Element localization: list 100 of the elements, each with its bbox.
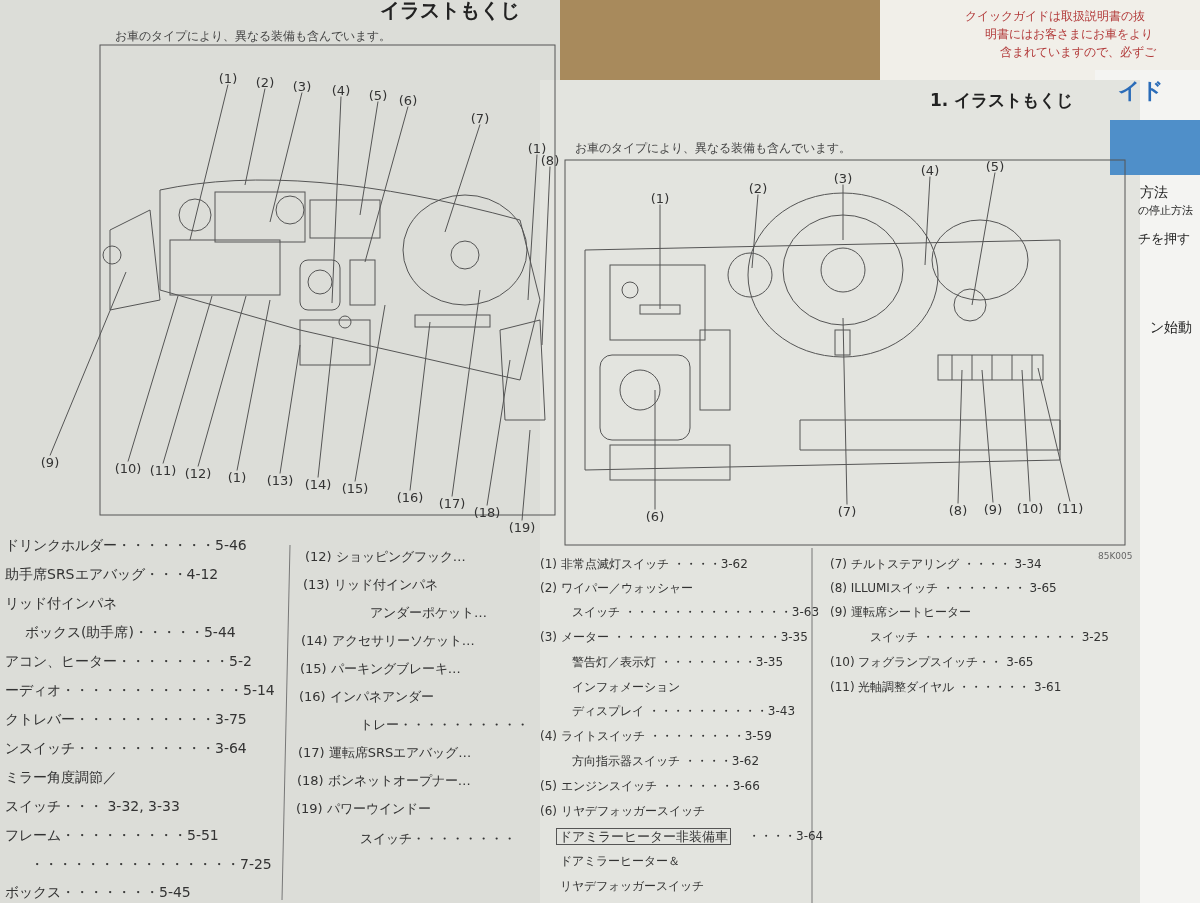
index-entry: (1) 非常点滅灯スイッチ ・・・・3-62: [540, 558, 748, 570]
leader-line: [924, 176, 931, 266]
callout-number: (11): [149, 463, 177, 477]
leader-line: [409, 321, 431, 491]
leader-line: [236, 299, 271, 471]
leader-line: [842, 317, 848, 505]
leader-line: [1021, 369, 1031, 502]
leader-line: [451, 289, 481, 497]
index-entry: (3) メーター ・・・・・・・・・・・・・・3-35: [540, 631, 808, 643]
index-entry: リッド付インパネ: [5, 596, 117, 610]
callout-number: (2): [255, 75, 275, 89]
callout-number: (6): [398, 93, 418, 107]
index-entry: (16) インパネアンダー: [299, 690, 434, 703]
sheet-text: クイックガイドは取扱説明書の抜: [965, 10, 1145, 22]
callout-number: (9): [40, 455, 60, 469]
index-entry: (2) ワイパー／ウォッシャー: [540, 582, 693, 594]
index-entry: (15) パーキングブレーキ…: [300, 662, 461, 675]
index-entry: (7) チルトステアリング ・・・・ 3-34: [830, 558, 1042, 570]
callout-number: (10): [114, 461, 142, 475]
index-entry: (8) ILLUMIスイッチ ・・・・・・・ 3-65: [830, 582, 1057, 594]
callout-number: (5): [985, 159, 1005, 173]
index-entry: ンスイッチ・・・・・・・・・・3-64: [5, 741, 247, 755]
sheet-text: 含まれていますので、必ずご: [1000, 46, 1156, 58]
callout-number: (7): [470, 111, 490, 125]
sheet-text: 明書にはお客さまにお車をより: [985, 28, 1153, 40]
callout-number: (1): [527, 141, 547, 155]
note-text: お車のタイプにより、異なる装備も含んでいます。: [115, 30, 391, 42]
index-entry: トレー・・・・・・・・・・: [360, 718, 529, 731]
index-entry: (17) 運転席SRSエアバッグ…: [298, 746, 472, 759]
leader-line: [1037, 367, 1071, 502]
leader-line: [527, 154, 538, 301]
index-entry: (14) アクセサリーソケット…: [301, 634, 475, 647]
leader-line: [49, 271, 127, 456]
index-entry: (12) ショッピングフック…: [305, 550, 466, 563]
callout-number: (11): [1056, 501, 1084, 515]
page-heading: イラストもくじ: [380, 0, 520, 20]
index-entry: ドリンクホルダー・・・・・・・5-46: [5, 538, 247, 552]
callout-number: (16): [396, 490, 424, 504]
callout-number: (3): [833, 171, 853, 185]
callout-number: (1): [218, 71, 238, 85]
leader-line: [541, 166, 551, 346]
callout-number: (4): [920, 163, 940, 177]
sheet-text: 方法: [1140, 185, 1168, 199]
index-entry: (9) 運転席シートヒーター: [830, 606, 971, 618]
index-entry: ーディオ・・・・・・・・・・・・・5-14: [5, 683, 275, 697]
callout-number: (10): [1016, 501, 1044, 515]
index-entry: リヤデフォッガースイッチ: [560, 880, 704, 892]
index-entry: ディスプレイ ・・・・・・・・・・3-43: [572, 705, 796, 717]
callout-number: (5): [368, 88, 388, 102]
leader-line: [364, 106, 409, 263]
leader-line: [269, 92, 303, 223]
condition-tag: ドアミラーヒーター非装備車: [556, 828, 731, 845]
index-entry: スイッチ・・・・・・・・: [360, 832, 516, 845]
index-entry: フレーム・・・・・・・・・5-51: [5, 828, 219, 842]
callout-number: (15): [341, 481, 369, 495]
index-entry: アコン、ヒーター・・・・・・・・5-2: [5, 654, 252, 668]
callout-number: (8): [948, 503, 968, 517]
page-heading: 1. イラストもくじ: [930, 92, 1074, 109]
sheet-heading: イド: [1118, 80, 1164, 102]
callout-number: (6): [645, 509, 665, 523]
index-entry: インフォメーション: [572, 681, 680, 693]
index-entry: クトレバー・・・・・・・・・・3-75: [5, 712, 247, 726]
sheet-text: ン始動: [1150, 320, 1192, 334]
index-entry: ミラー角度調節／: [5, 770, 117, 784]
callout-number: (3): [292, 79, 312, 93]
index-entry: アンダーポケット…: [370, 606, 487, 619]
callout-number: (12): [184, 466, 212, 480]
index-entry: ボックス・・・・・・・5-45: [5, 885, 191, 899]
leader-line: [444, 124, 481, 233]
leader-line: [842, 184, 844, 241]
index-entry: 方向指示器スイッチ ・・・・3-62: [572, 755, 760, 767]
callout-number: (1): [650, 191, 670, 205]
index-entry: 助手席SRSエアバッグ・・・4-12: [5, 567, 219, 581]
callout-number: (1): [227, 470, 247, 484]
callout-number: (2): [748, 181, 768, 195]
leader-line: [659, 204, 661, 310]
leader-line: [317, 337, 334, 478]
callout-number: (9): [983, 502, 1003, 516]
leader-line: [751, 194, 759, 269]
callout-number: (18): [473, 505, 501, 519]
leader-line: [654, 389, 656, 510]
callout-number: (14): [304, 477, 332, 491]
leader-line: [189, 84, 229, 241]
index-entry: (11) 光軸調整ダイヤル ・・・・・・ 3-61: [830, 681, 1062, 693]
sheet-text: チを押す: [1138, 232, 1190, 245]
callout-number: (7): [837, 504, 857, 518]
leader-line: [162, 295, 213, 464]
leader-line: [127, 295, 179, 462]
index-entry: スイッチ・・・ 3-32, 3-33: [5, 799, 180, 813]
index-entry: (13) リッド付インパネ: [303, 578, 438, 591]
index-entry: ドアミラーヒーター＆: [560, 855, 680, 867]
index-entry: (19) パワーウインドー: [296, 802, 431, 815]
leader-line: [981, 369, 994, 503]
leader-line: [486, 359, 511, 506]
callout-number: (4): [331, 83, 351, 97]
leader-line: [331, 96, 342, 304]
index-entry: スイッチ ・・・・・・・・・・・・・・3-63: [572, 606, 820, 618]
callout-number: (17): [438, 496, 466, 510]
sheet-text: の停止方法: [1138, 205, 1193, 216]
leader-line: [279, 344, 301, 474]
